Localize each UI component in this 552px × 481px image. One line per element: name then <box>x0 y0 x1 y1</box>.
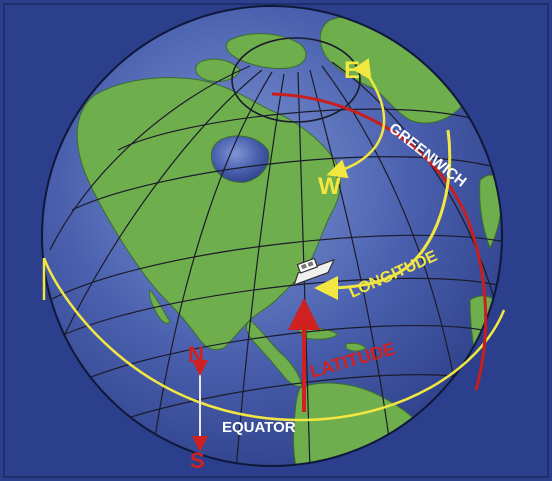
frame-border <box>3 3 549 478</box>
label-equator: EQUATOR <box>222 419 296 436</box>
globe-outline <box>41 5 503 467</box>
equator-line <box>42 257 506 422</box>
longitude-arrow <box>314 129 452 300</box>
globe-icon <box>41 5 503 467</box>
label-south: S <box>190 448 205 473</box>
boat-icon <box>293 257 336 286</box>
label-west: W <box>318 173 341 200</box>
east-west-arrow <box>326 58 386 179</box>
label-east: E <box>344 57 360 84</box>
arctic-islands <box>225 33 307 69</box>
north-america <box>76 77 342 351</box>
label-north: N <box>188 342 204 367</box>
